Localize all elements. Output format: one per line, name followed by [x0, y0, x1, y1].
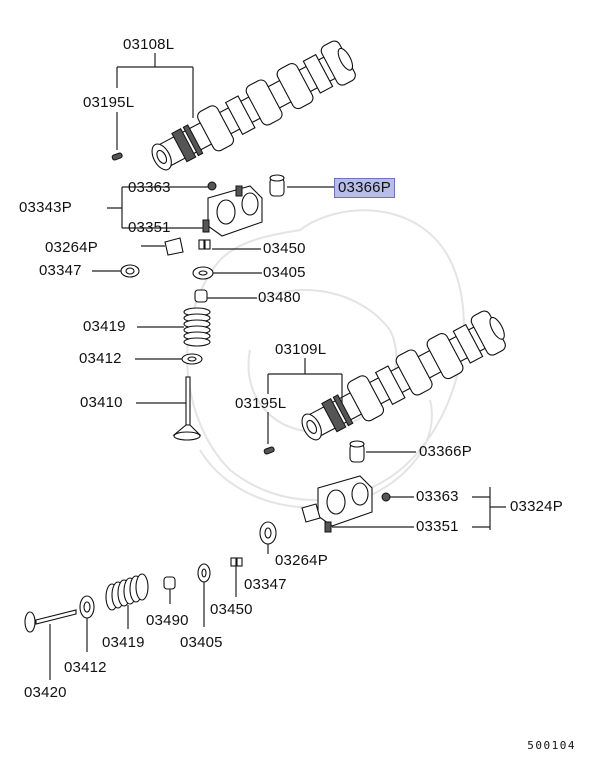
part-label-03450-top: 03450	[263, 240, 306, 257]
valve-spring-bottom	[105, 573, 149, 611]
part-label-03108L: 03108L	[123, 36, 175, 53]
valve-seat-washer-top	[120, 264, 140, 278]
part-label-03347-mid: 03347	[244, 576, 287, 593]
part-label-03419-top: 03419	[83, 318, 126, 335]
part-label-03405-bottom: 03405	[180, 634, 223, 651]
part-label-03195L-top: 03195L	[83, 94, 135, 111]
part-label-03351-mid: 03351	[416, 518, 459, 535]
dowel-pin-top	[111, 152, 123, 161]
part-label-03420: 03420	[24, 684, 67, 701]
part-label-03410: 03410	[80, 394, 123, 411]
valve-bottom	[24, 609, 77, 633]
valve-stem-seal-cap-mid	[301, 503, 321, 523]
part-label-03490: 03490	[146, 612, 189, 629]
dowel-pin-mid	[263, 446, 275, 455]
part-label-03363-mid: 03363	[416, 488, 459, 505]
part-label-03324P: 03324P	[510, 498, 563, 515]
part-label-03412-bottom: 03412	[64, 659, 107, 676]
part-label-03405-top: 03405	[263, 264, 306, 281]
part-label-03366P-mid: 03366P	[419, 443, 472, 460]
retainer-keys-bottom	[230, 557, 243, 567]
part-label-03480: 03480	[258, 289, 301, 306]
valve-seat-washer-mid	[259, 521, 277, 545]
lash-adjuster-mid	[349, 440, 365, 463]
part-label-03264P-top: 03264P	[45, 239, 98, 256]
part-label-03363-top: 03363	[128, 179, 171, 196]
camshaft-mid	[301, 310, 506, 441]
part-label-03450-bottom: 03450	[210, 601, 253, 618]
part-label-03366P-highlighted[interactable]: 03366P	[334, 178, 395, 198]
part-label-03109L: 03109L	[275, 341, 327, 358]
camshaft-top	[151, 40, 356, 171]
retainer-keys-top	[198, 239, 211, 250]
part-label-03343P: 03343P	[19, 199, 72, 216]
spring-seat-top	[181, 353, 203, 365]
valve-top	[172, 376, 202, 441]
part-label-03412-top: 03412	[79, 350, 122, 367]
part-label-03419-bottom: 03419	[102, 634, 145, 651]
valve-stem-seal-cap-top	[164, 237, 184, 256]
part-label-03351-top: 03351	[128, 219, 171, 236]
spring-seat-bottom	[79, 595, 95, 619]
lash-adjuster-top	[269, 174, 285, 197]
part-label-03264P-mid: 03264P	[275, 552, 328, 569]
part-label-03347-top: 03347	[39, 262, 82, 279]
rocker-arm-mid	[317, 475, 391, 533]
diagram-code: 500104	[527, 739, 576, 752]
spring-retainer-bottom	[197, 563, 211, 583]
valve-stem-seal-top	[194, 289, 208, 303]
spring-retainer-top	[192, 266, 214, 280]
part-label-03195L-mid: 03195L	[235, 395, 287, 412]
valve-stem-seal-bottom	[163, 576, 176, 590]
valve-spring-top	[183, 307, 211, 347]
rocker-arm-top	[202, 181, 263, 237]
